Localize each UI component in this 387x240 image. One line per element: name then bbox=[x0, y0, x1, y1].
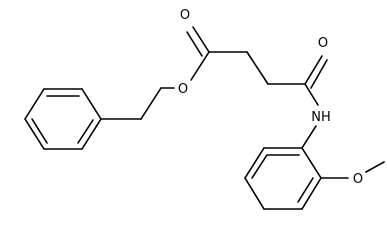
bond bbox=[192, 26, 210, 53]
amide-nitrogen-label: NH bbox=[311, 110, 331, 125]
ester-carbonyl-oxygen-label: O bbox=[180, 8, 190, 23]
methoxy-oxygen-label: O bbox=[353, 172, 363, 187]
structure-canvas: O O O NH O bbox=[24, 8, 385, 210]
bond bbox=[81, 88, 102, 120]
bond bbox=[365, 161, 385, 173]
bond bbox=[301, 147, 322, 179]
bond bbox=[304, 55, 323, 85]
aromatic-bond bbox=[31, 118, 48, 144]
bond bbox=[310, 59, 328, 89]
bond bbox=[301, 125, 317, 149]
aromatic-bond bbox=[297, 177, 314, 203]
bond bbox=[24, 118, 45, 150]
bond bbox=[304, 83, 319, 106]
amide-carbonyl-oxygen-label: O bbox=[318, 36, 328, 51]
aromatic-bond bbox=[77, 119, 94, 144]
phenyl-ring bbox=[24, 88, 102, 150]
bond bbox=[246, 51, 269, 85]
bond bbox=[301, 177, 322, 210]
aromatic-bond bbox=[251, 154, 268, 179]
methoxyphenyl-ring bbox=[244, 147, 322, 210]
bond bbox=[244, 147, 265, 179]
bond bbox=[140, 87, 162, 120]
bond bbox=[190, 51, 210, 81]
bond bbox=[244, 177, 265, 210]
ester-oxygen-label: O bbox=[178, 82, 188, 97]
bond bbox=[24, 88, 45, 120]
molecule-structure: O O O NH O bbox=[24, 8, 385, 210]
bond bbox=[81, 118, 102, 150]
bond bbox=[186, 31, 203, 57]
